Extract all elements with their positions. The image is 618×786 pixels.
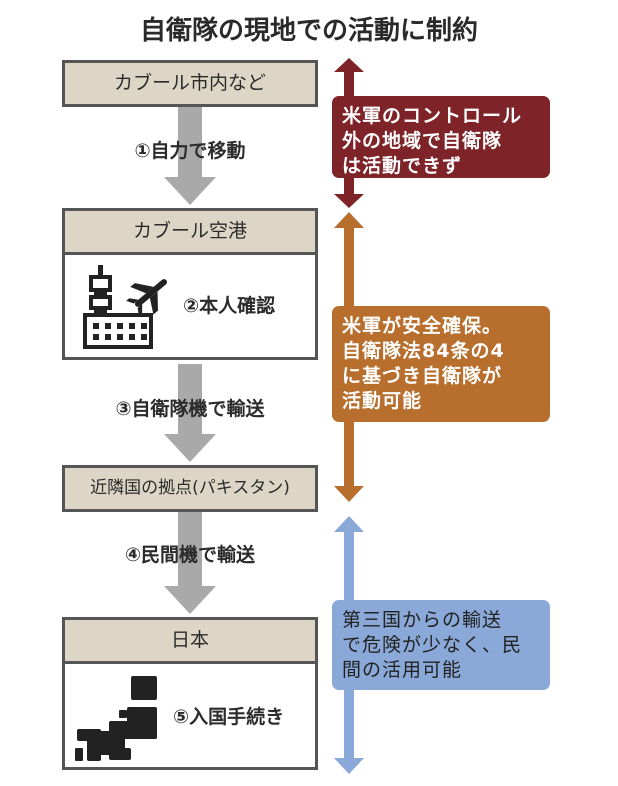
location-neighbor-base: 近隣国の拠点(パキスタン): [62, 465, 318, 512]
zone-note-line: に基づき自衛隊が: [342, 365, 503, 387]
japan-map-icon: [75, 676, 157, 761]
zone-note-line: 米軍のコントロール: [342, 105, 523, 127]
transit-step-label: ④民間機で輸送: [124, 544, 256, 566]
zone-note-line: 米軍が安全確保。: [342, 315, 503, 337]
location-name: 近隣国の拠点(パキスタン): [65, 468, 315, 509]
zone-note-orange: 米軍が安全確保。 自衛隊法84条の4 に基づき自衛隊が 活動可能: [332, 306, 550, 422]
zone-note-line: 自衛隊法84条の4: [342, 340, 505, 362]
zone-note-blue: 第三国からの輸送 で危険が少なく、民 間の活用可能: [332, 600, 550, 690]
step-label: ②本人確認: [183, 295, 276, 317]
flow-arrow: [164, 512, 216, 614]
zone-note-line: 第三国からの輸送: [342, 609, 503, 631]
location-name: カブール市内など: [65, 63, 315, 104]
transit-step-label: ③自衛隊機で輸送: [115, 398, 265, 420]
step-label: ⑤入国手続き: [173, 706, 285, 728]
location-name: カブール空港: [65, 211, 315, 252]
location-kabul-city: カブール市内など: [62, 60, 318, 107]
flow-arrow: [164, 364, 216, 462]
zone-note-line: 活動可能: [342, 390, 423, 412]
zone-note-red: 米軍のコントロール 外の地域で自衛隊 は活動できず: [332, 96, 550, 178]
flow-arrow: [164, 107, 216, 205]
zone-note-line: 外の地域で自衛隊: [342, 130, 503, 152]
transit-step-label: ①自力で移動: [134, 140, 246, 162]
diagram-title: 自衛隊の現地での活動に制約: [139, 16, 478, 46]
zone-note-line: で危険が少なく、民: [342, 634, 523, 656]
zone-note-line: 間の活用可能: [342, 659, 463, 681]
location-kabul-airport: カブール空港 ②本人確認: [62, 208, 318, 360]
location-name: 日本: [65, 620, 315, 661]
location-japan: 日本 ⑤入国手続き: [62, 617, 318, 770]
zone-note-line: は活動できず: [342, 155, 463, 177]
airport-icon: [83, 265, 168, 349]
